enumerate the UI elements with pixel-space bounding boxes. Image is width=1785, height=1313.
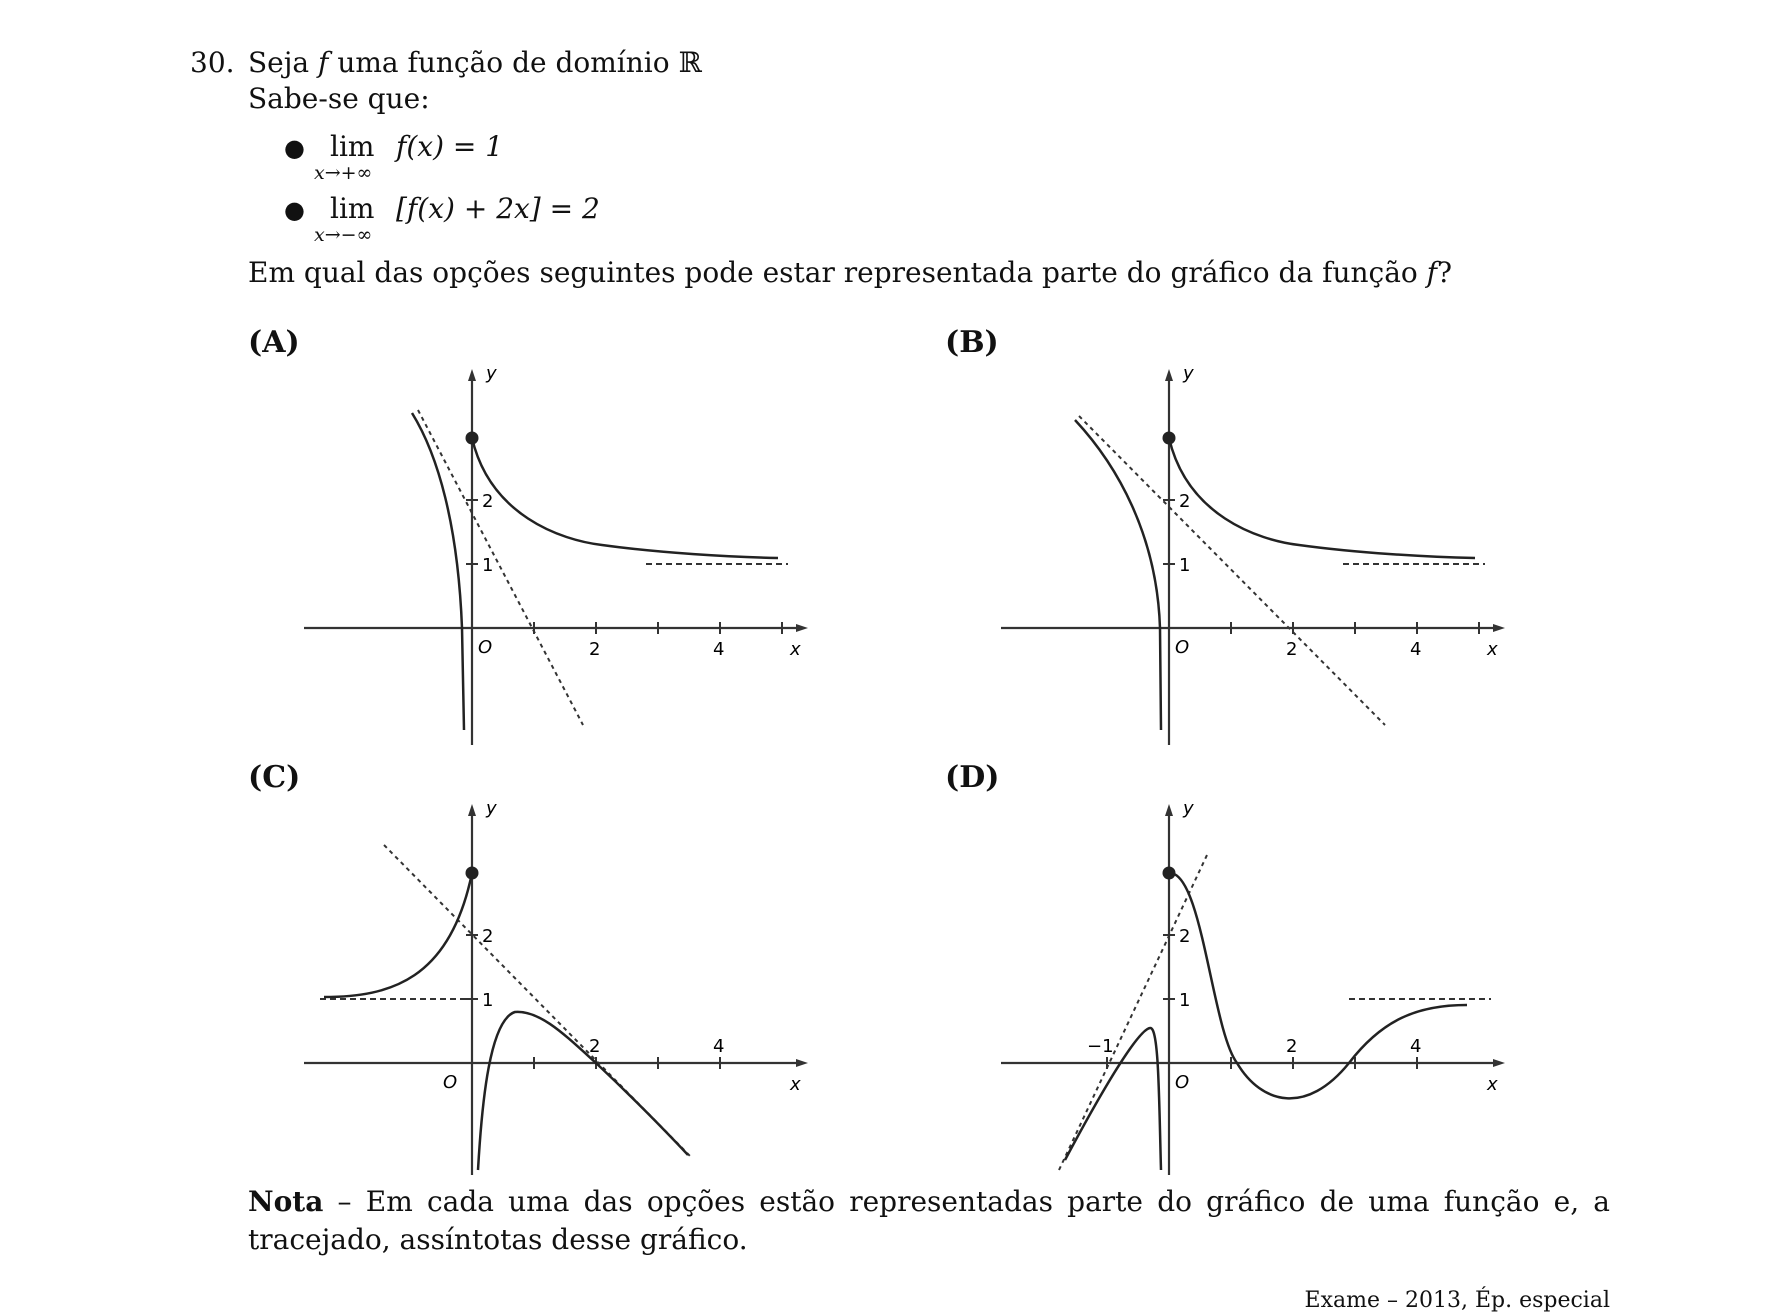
oblique-asymptote [1058,854,1208,1171]
y-axis-arrow [468,804,476,816]
prompt-suffix: ? [1437,256,1453,289]
x-tick-label-2: 2 [1286,1036,1297,1057]
y-tick-label-1: 1 [1179,555,1190,576]
y-ticks [466,499,478,565]
curve-left-branch [1074,419,1163,731]
curve-right-branch [1168,871,1468,1100]
closed-point [465,866,479,880]
source-footer: Exame – 2013, Ép. especial [1304,1288,1610,1313]
closed-point [1162,431,1176,445]
question-intro: Seja f uma função de domínio ℝ [248,46,702,80]
closed-point [465,431,479,445]
option-a-label[interactable]: (A) [248,325,300,360]
curve-left-branch [323,872,474,999]
limit-2-subscript: x→−∞ [314,224,373,246]
y-axis-label: y [485,363,497,384]
known-statement: Sabe-se que: [248,82,430,115]
x-axis-arrow [796,1059,808,1067]
y-tick-label-2: 2 [482,491,493,512]
intro-suffix: uma função de domínio ℝ [337,46,702,79]
limit-1-expression: f(x) = 1 [396,130,504,163]
y-axis-arrow [1165,369,1173,381]
graph-b[interactable]: x y O 2 4 1 2 [997,363,1517,745]
graph-a[interactable]: x y O 2 4 1 2 [300,363,820,745]
x-tick-label-2: 2 [589,1036,600,1057]
origin-label: O [478,637,492,658]
x-axis-arrow [1493,1059,1505,1067]
oblique-asymptote [1078,415,1386,726]
prompt-variable: f [1426,256,1438,289]
closed-point [1162,866,1176,880]
y-tick-label-2: 2 [482,926,493,947]
y-tick-label-2: 2 [1179,491,1190,512]
limit-2-word: lim [330,192,375,225]
option-d-label[interactable]: (D) [945,760,1000,795]
y-tick-label-1: 1 [482,555,493,576]
option-b-label[interactable]: (B) [945,325,999,360]
x-tick-label-4: 4 [1410,639,1421,660]
oblique-asymptote [383,844,693,1159]
intro-prefix: Seja [248,46,310,79]
x-axis-arrow [1493,624,1505,632]
curve-right-branch [476,1010,689,1171]
x-tick-label-2: 2 [1286,639,1297,660]
graph-c[interactable]: x y O 2 4 1 2 [300,798,820,1180]
x-ticks [1106,1057,1418,1069]
curve-left-branch [1063,1026,1163,1171]
x-axis-label: x [789,639,801,660]
limit-1-subscript: x→+∞ [314,162,373,184]
option-c-label[interactable]: (C) [248,760,301,795]
note-bold-label: Nota [248,1185,324,1218]
note-text: – Em cada uma das opções estão represent… [248,1185,1610,1256]
y-axis-arrow [468,369,476,381]
note-paragraph: Nota – Em cada uma das opções estão repr… [248,1183,1610,1259]
y-tick-label-1: 1 [1179,990,1190,1011]
x-axis-label: x [1486,1074,1498,1095]
graph-d[interactable]: x y O −1 2 4 1 2 [997,798,1517,1180]
x-tick-label-minus-1: −1 [1087,1036,1114,1057]
x-tick-label-4: 4 [713,1036,724,1057]
x-ticks [533,622,783,634]
y-ticks [466,934,478,1000]
limit-1-word: lim [330,130,375,163]
question-number: 30. [190,46,235,79]
origin-label: O [1175,1072,1189,1093]
question-prompt: Em qual das opções seguintes pode estar … [248,256,1452,290]
curve-right-branch [1167,437,1476,560]
x-tick-label-4: 4 [713,639,724,660]
y-tick-label-2: 2 [1179,926,1190,947]
y-ticks [1163,499,1175,565]
oblique-asymptote [417,409,584,726]
y-tick-label-1: 1 [482,990,493,1011]
intro-variable: f [318,46,329,79]
x-axis-label: x [1486,639,1498,660]
y-axis-label: y [1182,798,1194,819]
curve-left-branch [410,412,466,731]
x-axis-arrow [796,624,808,632]
bullet-1: ● [284,134,305,162]
curve-right-branch [470,437,779,560]
prompt-text: Em qual das opções seguintes pode estar … [248,256,1418,289]
x-axis-label: x [789,1074,801,1095]
y-axis-label: y [485,798,497,819]
limit-2-expression: [f(x) + 2x] = 2 [396,192,600,225]
bullet-2: ● [284,196,305,224]
origin-label: O [1175,637,1189,658]
x-tick-label-4: 4 [1410,1036,1421,1057]
y-axis-arrow [1165,804,1173,816]
x-tick-label-2: 2 [589,639,600,660]
origin-label: O [443,1072,457,1093]
y-axis-label: y [1182,363,1194,384]
